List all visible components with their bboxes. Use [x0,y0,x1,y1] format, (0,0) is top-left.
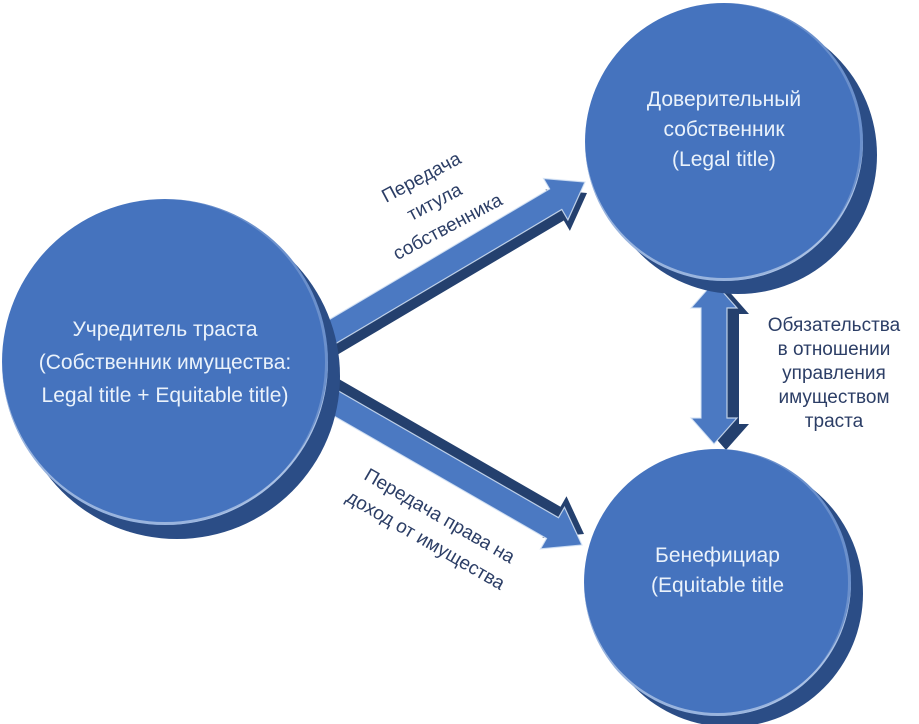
node-settlor-line-2: (Собственник имущества: [38,350,292,374]
node-trustee-line-3: (Legal title) [672,148,776,171]
edge-label-obligations-line-2: в отношении [777,339,891,360]
edge-label-obligations-line-1: Обязательства [767,315,901,336]
arrow-title-transfer-icon [313,177,587,361]
node-settlor-label: Учредитель траста (Собственник имущества… [39,313,291,412]
node-settlor: Учредитель траста (Собственник имущества… [2,199,328,525]
node-beneficiary-label: Бенефициар (Equitable title [651,541,784,601]
node-beneficiary: Бенефициар (Equitable title [584,449,851,716]
node-trustee-line-2: собственник [663,118,785,141]
node-beneficiary-line-1: Бенефициар [655,543,780,567]
arrow-income-transfer-face [311,381,583,550]
node-trustee: Доверительный собственник (Legal title) [585,3,863,281]
node-trustee-line-1: Доверительный [646,88,802,111]
node-trustee-label: Доверительный собственник (Legal title) [647,85,801,175]
edge-label-obligations: Обязательства в отношении управления иму… [744,314,919,434]
edge-label-obligations-line-3: управления [782,363,886,384]
node-settlor-line-3: Legal title + Equitable title) [41,383,289,407]
edge-label-obligations-line-5: траста [804,411,864,432]
edge-label-obligations-line-4: имуществом [778,387,890,408]
arrow-obligations-face [689,281,739,445]
arrow-income-transfer-icon [311,371,584,550]
arrow-title-transfer-face [313,177,586,351]
node-settlor-line-1: Учредитель траста [72,317,258,341]
node-beneficiary-line-2: (Equitable title [650,573,785,597]
arrow-obligations-icon [689,281,749,450]
